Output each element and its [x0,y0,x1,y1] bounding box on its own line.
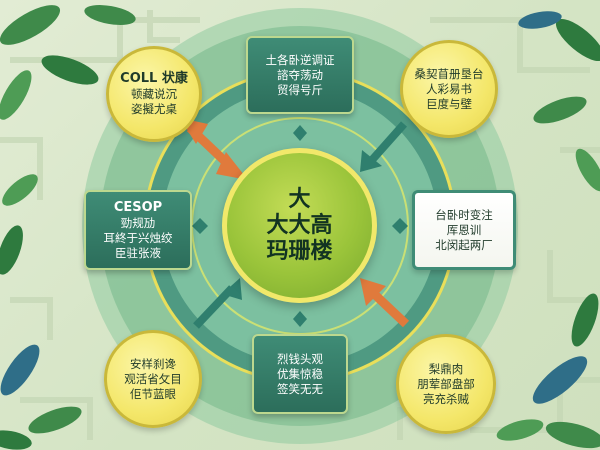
top-left-circle-title: COLL 状康 [120,71,188,86]
top-right-circle-line-1: 桑契苜册垦台 [414,66,484,81]
top-box-line-1: 土各卧逆调证 [265,52,335,67]
bottom-left-circle: 安样刹谗 观活省攵目 佢节蓝眼 [104,330,202,428]
bottom-right-circle-line-3: 亮充杀贼 [423,391,469,406]
bottom-left-circle-line-2: 观活省攵目 [124,371,182,386]
diamond-marker [192,218,208,234]
right-box-line-1: 台卧时变注 [435,207,493,222]
top-right-circle-line-2: 人彩易书 [426,81,472,96]
arrow-icon-bottom-right [360,278,410,328]
left-box-title: CESOP [113,199,163,215]
leaf-icon-cluster-bottom-left [0,344,82,450]
bottom-right-circle: 梨鼎肉 朋荤部盘部 亮充杀贼 [396,334,496,434]
left-box-line-3: 臣驻张液 [115,245,161,260]
right-box: 台卧时变注 厍恩训 北闵起两厂 [412,190,516,270]
left-box-line-1: 勁规劢 [120,215,156,230]
top-left-circle: COLL 状康 顿藏说沉 姿擬尤桌 [106,46,202,142]
diamond-marker [293,125,307,141]
bottom-box-line-3: 签笑无无 [277,381,323,396]
center-line-3: 玛珊楼 [266,238,333,264]
center-line-2: 大大高 [266,212,333,238]
flow-arrows [180,118,410,329]
bottom-right-circle-line-2: 朋荤部盘部 [417,376,475,391]
left-box-line-2: 耳終于兴烛绞 [103,230,173,245]
top-right-circle: 桑契苜册垦台 人彩易书 巨度与壁 [400,40,498,138]
bottom-left-circle-line-3: 佢节蓝眼 [130,386,176,401]
leaf-icon-cluster-left [0,174,38,275]
bottom-box-line-1: 烈钱头观 [277,351,323,366]
top-left-circle-line-1: 顿藏说沉 [131,87,177,101]
leaf-icon-cluster-bottom-right [496,293,600,449]
left-box: CESOP 勁规劢 耳終于兴烛绞 臣驻张液 [84,190,192,270]
top-left-circle-line-2: 姿擬尤桌 [131,102,177,116]
diamond-marker [293,311,307,327]
arrow-icon-top-right [360,121,407,172]
diamond-marker [392,218,408,234]
bottom-box: 烈钱头观 优集惊稳 签笑无无 [252,334,348,414]
center-line-1: 大 [288,186,311,212]
bottom-right-circle-line-1: 梨鼎肉 [428,361,464,376]
leaf-icon-cluster-top-right [518,11,600,192]
bottom-box-line-2: 优集惊稳 [277,366,323,381]
center-hub: 大 大大高 玛珊楼 [222,148,377,303]
right-box-line-3: 北闵起两厂 [435,237,493,252]
right-box-line-2: 厍恩训 [446,222,482,237]
top-box-line-3: 贸得号斤 [277,82,323,97]
leaf-icon-cluster-top-left [0,5,136,120]
top-box: 土各卧逆调证 諮夺荡动 贸得号斤 [246,36,354,114]
top-right-circle-line-3: 巨度与壁 [426,96,472,111]
bottom-left-circle-line-1: 安样刹谗 [130,356,176,371]
top-box-line-2: 諮夺荡动 [277,67,323,82]
arrow-icon-bottom-left [193,278,242,329]
